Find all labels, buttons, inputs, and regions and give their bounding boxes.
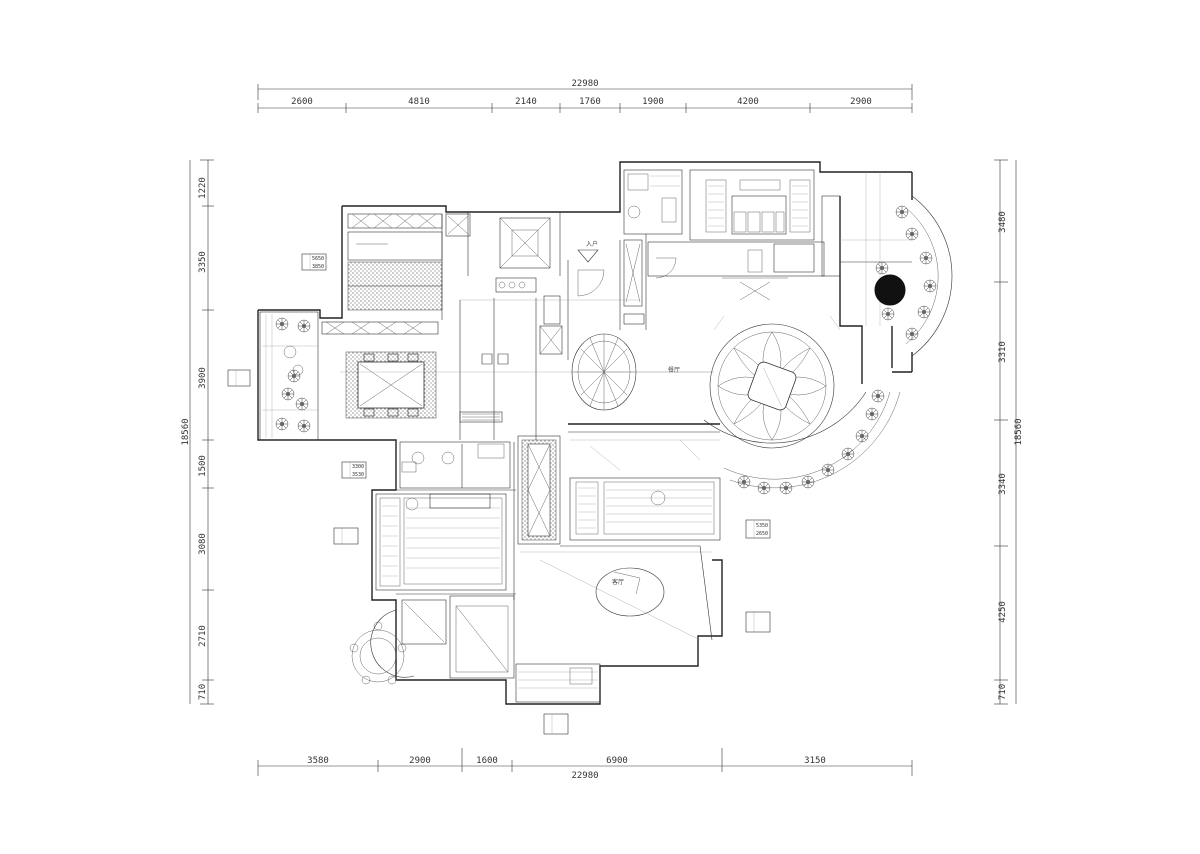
left-balcony [259, 311, 319, 441]
left-dimension-chain: 1220 3350 3900 1500 3080 2710 710 18560 [181, 159, 214, 705]
material-table-left-lower: 3300 3530 [341, 461, 367, 479]
left-dim-2: 3350 [198, 251, 208, 273]
material-table-left-mid [227, 369, 251, 387]
right-dimension-chain: 3480 3310 3340 4250 710 18560 [994, 159, 1024, 705]
right-dim-2: 3310 [998, 341, 1008, 363]
right-total-dimension: 18560 [1014, 418, 1024, 445]
table-value-6: 2650 [756, 531, 768, 537]
table-value-2: 3850 [312, 264, 324, 270]
upper-right-bathroom [623, 169, 683, 235]
table-value-3: 3300 [352, 464, 364, 470]
lower-left-round-balcony [349, 599, 447, 685]
table-value-4: 3530 [352, 472, 364, 478]
material-table-lower-right [745, 611, 771, 633]
material-table-left-upper: 5650 3850 [301, 253, 327, 271]
left-dim-5: 3080 [198, 533, 208, 555]
exterior-walls [257, 161, 913, 705]
living-label: 客厅 [612, 578, 624, 586]
bottom-dim-5: 3150 [804, 756, 826, 766]
right-dim-5: 710 [998, 684, 1008, 700]
left-dim-4: 1500 [198, 455, 208, 477]
bottom-dimension-chain: 3580 2900 1600 6900 3150 22980 [257, 748, 913, 781]
bottom-dim-4: 6900 [606, 756, 628, 766]
bottom-dim-2: 2900 [409, 756, 431, 766]
top-dim-6: 4200 [737, 97, 759, 107]
right-dim-4: 4250 [998, 601, 1008, 623]
right-dim-3: 3340 [998, 473, 1008, 495]
material-table-right: 5350 2650 [745, 519, 771, 539]
dining-area [321, 321, 509, 423]
left-dim-1: 1220 [198, 177, 208, 199]
material-table-bottom [543, 713, 569, 735]
entrance-label: 入户 [586, 240, 598, 248]
top-dim-7: 2900 [850, 97, 872, 107]
upper-left-storage [347, 213, 471, 311]
right-dim-1: 3480 [998, 211, 1008, 233]
left-dim-3: 3900 [198, 367, 208, 389]
table-value-5: 5350 [756, 523, 768, 529]
living-rotunda [703, 315, 901, 495]
central-spine: 客厅 [517, 423, 720, 586]
table-value-1: 5650 [312, 256, 324, 262]
entrance-foyer: 入户 [495, 217, 645, 360]
top-total-dimension: 22980 [571, 79, 598, 89]
top-dim-4: 1760 [579, 97, 601, 107]
bottom-dim-3: 1600 [476, 756, 498, 766]
bottom-dim-1: 3580 [307, 756, 329, 766]
material-table-left-bedroom [333, 527, 359, 545]
top-dim-5: 1900 [642, 97, 664, 107]
left-total-dimension: 18560 [181, 418, 191, 445]
top-dimension-chain: 22980 2600 4810 2140 1760 1900 4200 2900 [257, 79, 913, 113]
top-dim-2: 4810 [408, 97, 430, 107]
right-terrace [821, 172, 953, 357]
upper-right-bedroom [647, 169, 825, 301]
bottom-bedroom [449, 595, 601, 703]
top-dim-3: 2140 [515, 97, 537, 107]
left-dim-7: 710 [198, 684, 208, 700]
lower-left-bedroom [375, 493, 507, 591]
lower-left-bathroom [399, 441, 511, 489]
lower-center-bedroom [520, 477, 721, 641]
left-dim-6: 2710 [198, 625, 208, 647]
dining-label: 餐厅 [668, 366, 680, 374]
interior-partitions [340, 212, 714, 641]
bottom-total-dimension: 22980 [571, 771, 598, 781]
top-dim-1: 2600 [291, 97, 313, 107]
